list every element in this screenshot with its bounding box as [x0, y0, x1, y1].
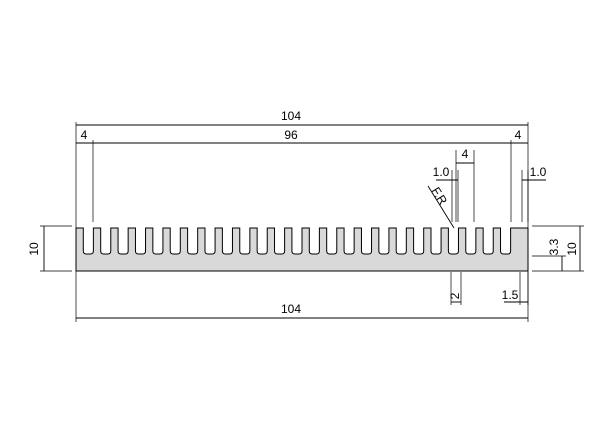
edge-right-label: 4: [515, 128, 522, 142]
dimension-lines: [43, 124, 581, 319]
fillet-label: F.R: [429, 185, 451, 208]
overall-width-bottom-label: 104: [281, 302, 301, 316]
height-right-label: 10: [565, 242, 579, 256]
height-left-label: 10: [27, 242, 41, 256]
fin-root-label: 2: [448, 292, 462, 299]
extension-lines: [40, 122, 584, 322]
inner-width-label: 96: [284, 128, 298, 142]
edge-left-label: 4: [81, 128, 88, 142]
base-thickness-label: 3.3: [547, 238, 561, 255]
end-wall-label: 1.5: [502, 288, 519, 302]
overall-width-top-label: 104: [281, 109, 301, 123]
fin-thickness-right-label: 1.0: [530, 165, 547, 179]
heatsink-profile: [75, 227, 529, 272]
fin-thickness-left-label: 1.0: [433, 165, 450, 179]
fin-pitch-label: 4: [462, 147, 469, 161]
